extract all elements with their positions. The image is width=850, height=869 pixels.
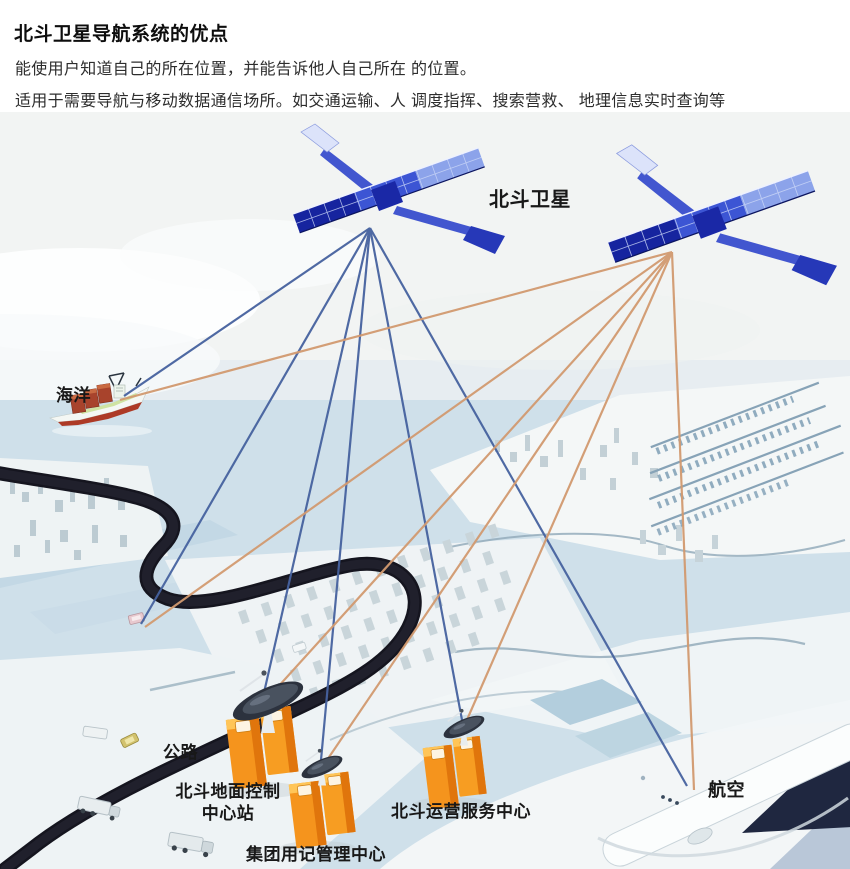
satellite-dish-icon: [443, 708, 485, 746]
group-management-center-building: [280, 748, 356, 855]
satellite-dish-icon: [301, 748, 343, 786]
label-beidou-satellite: 北斗卫星: [489, 189, 571, 211]
sky-background: [0, 112, 850, 420]
label-highway: 公路: [163, 743, 198, 762]
truck-icon: [77, 795, 121, 821]
operation-service-center-building: [414, 708, 490, 811]
label-aviation: 航空: [708, 780, 745, 800]
label-ocean: 海洋: [56, 386, 91, 405]
label-operation-service-center: 北斗运营服务中心: [391, 802, 531, 821]
intro-line-1: 能使用户知道自己的所在位置，并能告诉他人自己所在 的位置。: [15, 61, 477, 78]
intro-line-2: 适用于需要导航与移动数据通信场所。如交通运输、人 调度指挥、搜索营救、 地理信息…: [15, 93, 726, 110]
ground-control-station-building: [220, 670, 304, 798]
truck-icon: [167, 831, 214, 858]
signal-lines-blue: [123, 227, 688, 787]
cloud-icon: [0, 314, 220, 406]
cloud-icon: [120, 219, 380, 291]
satellite-dish-icon: [232, 670, 304, 733]
car-icon: [291, 641, 307, 653]
car-icon: [120, 732, 139, 748]
car-icon: [127, 612, 145, 625]
page-title: 北斗卫星导航系统的优点: [14, 24, 229, 45]
bus-icon: [82, 725, 108, 740]
airplane-icon: [597, 723, 850, 869]
label-ground-control-station: 北斗地面控制 中心站: [175, 782, 281, 824]
signal-lines-orange: [119, 250, 696, 791]
label-group-management-center: 集团用记管理中心: [246, 845, 386, 864]
